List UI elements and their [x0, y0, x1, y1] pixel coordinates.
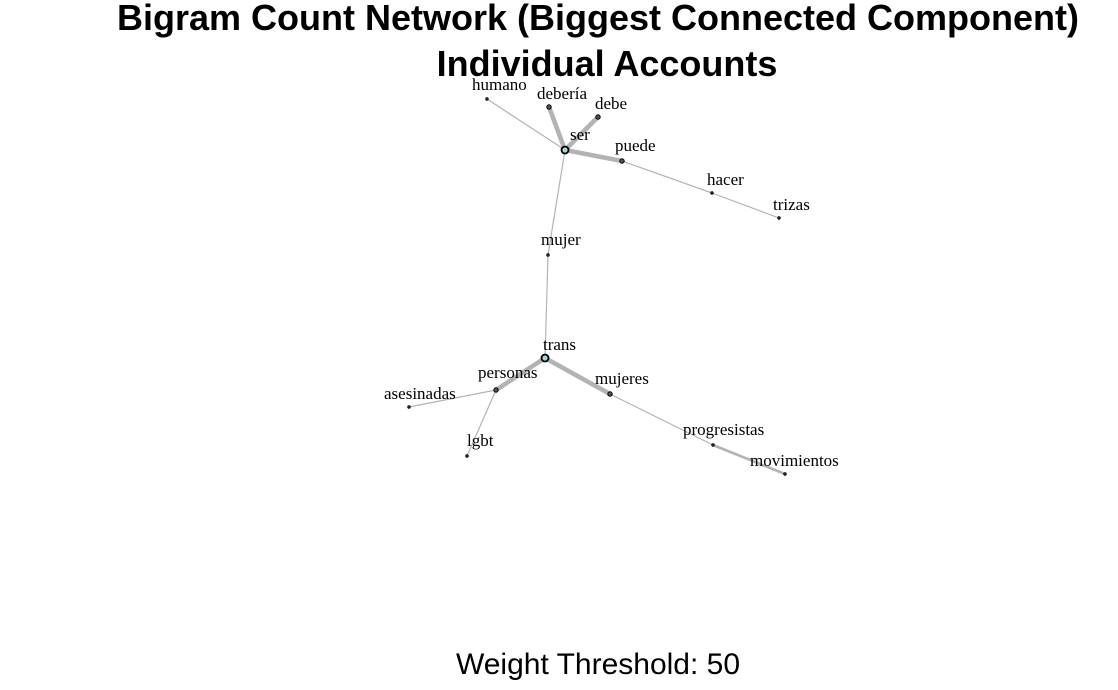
node-label-personas: personas	[478, 363, 537, 382]
node-label-asesinadas: asesinadas	[384, 384, 456, 403]
node-ser	[560, 145, 570, 155]
label-layer: ser humano debería debe puede hacer trizas muje…	[384, 75, 839, 470]
node-mujer	[546, 253, 550, 257]
node-progresistas	[711, 443, 715, 447]
edge-trans-mujeres	[542, 355, 613, 397]
edge-debe-ser	[562, 114, 601, 153]
chart-subtitle: Individual Accounts	[436, 43, 778, 84]
node-mujeres	[607, 391, 613, 397]
weight-threshold-caption: Weight Threshold: 50	[455, 648, 741, 681]
node-label-puede: puede	[615, 136, 656, 155]
node-layer	[407, 97, 787, 476]
node-label-humano: humano	[472, 75, 527, 94]
edge-ser-puede	[562, 147, 625, 164]
node-personas	[493, 387, 499, 393]
node-label-progresistas: progresistas	[683, 420, 764, 439]
edge-personas-trans	[493, 355, 548, 393]
node-hacer	[710, 191, 714, 195]
node-label-debe: debe	[595, 94, 627, 113]
edge-ser-mujer	[547, 149, 566, 256]
node-label-ser: ser	[570, 125, 590, 144]
node-label-trizas: trizas	[773, 195, 810, 214]
edge-mujer-trans	[544, 254, 549, 359]
node-label-mujer: mujer	[541, 230, 581, 249]
edge-deberia-ser	[546, 104, 568, 153]
edge-personas-asesinadas	[408, 389, 497, 408]
node-deberia	[546, 104, 552, 110]
node-label-movimientos: movimientos	[750, 451, 839, 470]
node-trans	[540, 353, 550, 363]
edge-hacer-trizas	[711, 192, 780, 219]
node-label-trans: trans	[543, 335, 576, 354]
node-puede	[619, 158, 625, 164]
edge-progresistas-movimientos	[711, 443, 787, 476]
edge-mujeres-progresistas	[609, 393, 714, 446]
node-asesinadas	[407, 405, 411, 409]
edge-layer	[408, 98, 787, 476]
edge-puede-hacer	[621, 160, 713, 194]
node-debe	[595, 114, 601, 120]
node-label-mujeres: mujeres	[595, 369, 649, 388]
node-lgbt	[465, 454, 469, 458]
node-trizas	[777, 216, 781, 220]
node-label-hacer: hacer	[707, 170, 744, 189]
node-label-lgbt: lgbt	[467, 431, 494, 450]
node-label-deberia: debería	[537, 84, 587, 103]
node-movimientos	[783, 472, 787, 476]
edge-personas-lgbt	[466, 389, 497, 457]
chart-title: Bigram Count Network (Biggest Connected …	[117, 0, 1079, 38]
edge-humano-ser	[486, 98, 566, 151]
node-humano	[485, 97, 489, 101]
